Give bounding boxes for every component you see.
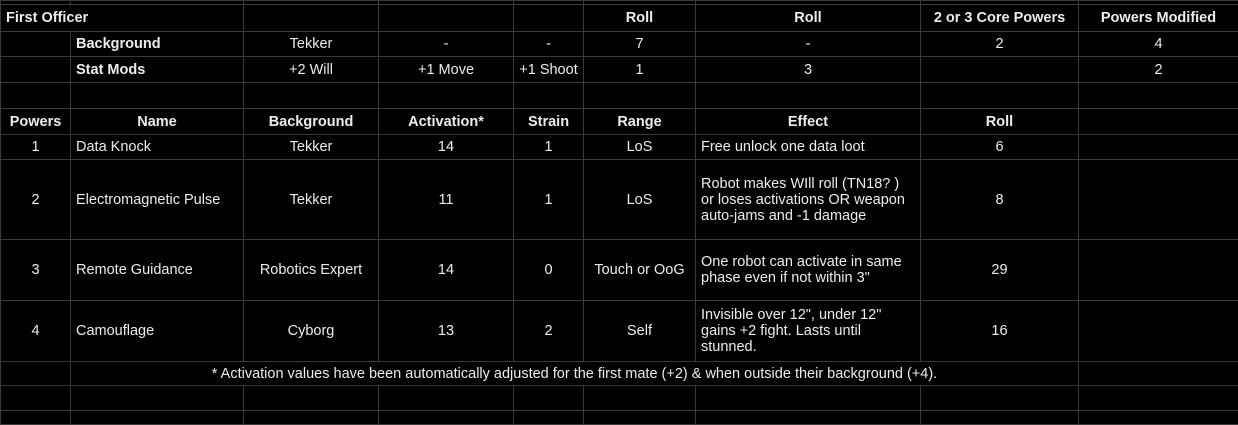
power-number[interactable]: 3 [1, 240, 71, 301]
header-name[interactable]: Name [71, 109, 244, 135]
cell[interactable]: +1 Move [379, 57, 514, 83]
cell[interactable]: +2 Will [244, 57, 379, 83]
table-row: Stat Mods +2 Will +1 Move +1 Shoot 1 3 2 [1, 57, 1238, 83]
activation-footnote[interactable]: * Activation values have been automatica… [71, 362, 1079, 386]
roll-header-2[interactable]: Roll [696, 5, 921, 32]
cell[interactable]: 3 [696, 57, 921, 83]
power-activation[interactable]: 14 [379, 240, 514, 301]
power-strain[interactable]: 2 [514, 301, 584, 362]
power-name[interactable]: Electromagnetic Pulse [71, 160, 244, 240]
power-name[interactable]: Remote Guidance [71, 240, 244, 301]
stat-mods-label[interactable]: Stat Mods [71, 57, 244, 83]
power-number[interactable]: 4 [1, 301, 71, 362]
power-activation[interactable]: 13 [379, 301, 514, 362]
power-activation[interactable]: 11 [379, 160, 514, 240]
footnote-row: * Activation values have been automatica… [1, 362, 1238, 386]
cell[interactable]: 7 [584, 32, 696, 57]
cell[interactable]: +1 Shoot [514, 57, 584, 83]
header-range[interactable]: Range [584, 109, 696, 135]
power-roll[interactable]: 16 [921, 301, 1079, 362]
header-roll[interactable]: Roll [921, 109, 1079, 135]
header-strain[interactable]: Strain [514, 109, 584, 135]
background-label[interactable]: Background [71, 32, 244, 57]
power-range[interactable]: Self [584, 301, 696, 362]
power-name[interactable]: Data Knock [71, 135, 244, 160]
cell[interactable]: 2 [1079, 57, 1238, 83]
table-row [1, 83, 1238, 109]
power-effect[interactable]: Invisible over 12", under 12" gains +2 f… [696, 301, 921, 362]
power-roll[interactable]: 8 [921, 160, 1079, 240]
table-row [1, 411, 1238, 425]
power-row: 4 Camouflage Cyborg 13 2 Self Invisible … [1, 301, 1238, 362]
power-roll[interactable]: 6 [921, 135, 1079, 160]
cell[interactable]: 2 [921, 32, 1079, 57]
cell[interactable]: - [696, 32, 921, 57]
power-row: 1 Data Knock Tekker 14 1 LoS Free unlock… [1, 135, 1238, 160]
header-background[interactable]: Background [244, 109, 379, 135]
power-range[interactable]: LoS [584, 135, 696, 160]
core-powers-header[interactable]: 2 or 3 Core Powers [921, 5, 1079, 32]
power-name[interactable]: Camouflage [71, 301, 244, 362]
power-row: 2 Electromagnetic Pulse Tekker 11 1 LoS … [1, 160, 1238, 240]
power-number[interactable]: 1 [1, 135, 71, 160]
roll-header-1[interactable]: Roll [584, 5, 696, 32]
power-activation[interactable]: 14 [379, 135, 514, 160]
powers-header-row: Powers Name Background Activation* Strai… [1, 109, 1238, 135]
officer-title[interactable]: First Officer [1, 5, 244, 32]
cell[interactable]: - [514, 32, 584, 57]
header-powers[interactable]: Powers [1, 109, 71, 135]
power-effect[interactable]: Free unlock one data loot [696, 135, 921, 160]
power-roll[interactable]: 29 [921, 240, 1079, 301]
power-effect[interactable]: One robot can activate in same phase eve… [696, 240, 921, 301]
table-row [1, 386, 1238, 411]
power-range[interactable]: Touch or OoG [584, 240, 696, 301]
header-effect[interactable]: Effect [696, 109, 921, 135]
power-background[interactable]: Cyborg [244, 301, 379, 362]
cell[interactable]: - [379, 32, 514, 57]
power-effect[interactable]: Robot makes WIll roll (TN18? ) or loses … [696, 160, 921, 240]
power-background[interactable]: Robotics Expert [244, 240, 379, 301]
powers-modified-header[interactable]: Powers Modified [1079, 5, 1238, 32]
power-row: 3 Remote Guidance Robotics Expert 14 0 T… [1, 240, 1238, 301]
cell[interactable]: 4 [1079, 32, 1238, 57]
power-range[interactable]: LoS [584, 160, 696, 240]
power-background[interactable]: Tekker [244, 135, 379, 160]
cell[interactable]: 1 [584, 57, 696, 83]
header-activation[interactable]: Activation* [379, 109, 514, 135]
power-background[interactable]: Tekker [244, 160, 379, 240]
cell[interactable]: Tekker [244, 32, 379, 57]
power-strain[interactable]: 1 [514, 160, 584, 240]
table-row: First Officer Roll Roll 2 or 3 Core Powe… [1, 5, 1238, 32]
power-strain[interactable]: 1 [514, 135, 584, 160]
table-row: Background Tekker - - 7 - 2 4 [1, 32, 1238, 57]
power-strain[interactable]: 0 [514, 240, 584, 301]
power-number[interactable]: 2 [1, 160, 71, 240]
